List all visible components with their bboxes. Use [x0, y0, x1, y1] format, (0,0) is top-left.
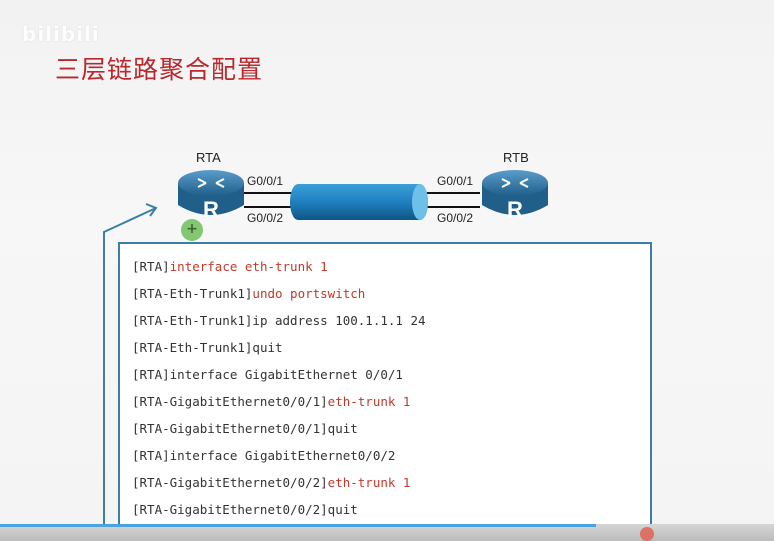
- rtb-port-1-label: G0/0/1: [437, 174, 474, 188]
- code-line: [RTA-GigabitEthernet0/0/1]eth-trunk 1: [132, 394, 411, 409]
- router-rtb-letter: R: [507, 197, 523, 221]
- code-line: [RTA-Eth-Trunk1]undo portswitch: [132, 286, 366, 301]
- rta-port-1-label: G0/0/1: [247, 174, 284, 188]
- router-rta-letter: R: [203, 197, 219, 221]
- rtb-port-2-label: G0/0/2: [437, 211, 474, 225]
- video-progress-bar[interactable]: [0, 524, 774, 541]
- router-rtb-icon: R: [482, 170, 548, 221]
- code-line: [RTA-GigabitEthernet0/0/1]quit: [132, 421, 358, 436]
- bilibili-watermark: bilibili: [22, 22, 100, 46]
- slide-title: 三层链路聚合配置: [55, 55, 264, 84]
- pointer-arrow: [103, 203, 158, 526]
- code-line: [RTA-Eth-Trunk1]quit: [132, 340, 283, 355]
- router-label-rta: RTA: [196, 150, 221, 165]
- rta-port-2-label: G0/0/2: [247, 211, 284, 225]
- code-line: [RTA]interface GigabitEthernet0/0/2: [132, 448, 396, 463]
- code-line: [RTA-GigabitEthernet0/0/2]eth-trunk 1: [132, 475, 411, 490]
- eth-trunk-bundle-icon: [290, 184, 428, 220]
- danmaku-marker-icon: [640, 527, 654, 541]
- router-rta-icon: R: [178, 170, 244, 221]
- code-line: [RTA-GigabitEthernet0/0/2]quit: [132, 502, 358, 517]
- config-code-box: [RTA]interface eth-trunk 1 [RTA-Eth-Trun…: [118, 242, 652, 526]
- router-label-rtb: RTB: [503, 150, 529, 165]
- code-line: [RTA-Eth-Trunk1]ip address 100.1.1.1 24: [132, 313, 426, 328]
- code-line: [RTA]interface GigabitEthernet 0/0/1: [132, 367, 403, 382]
- cursor-plus-icon: +: [181, 219, 203, 241]
- video-progress-fill: [0, 524, 596, 527]
- code-line: [RTA]interface eth-trunk 1: [132, 259, 328, 274]
